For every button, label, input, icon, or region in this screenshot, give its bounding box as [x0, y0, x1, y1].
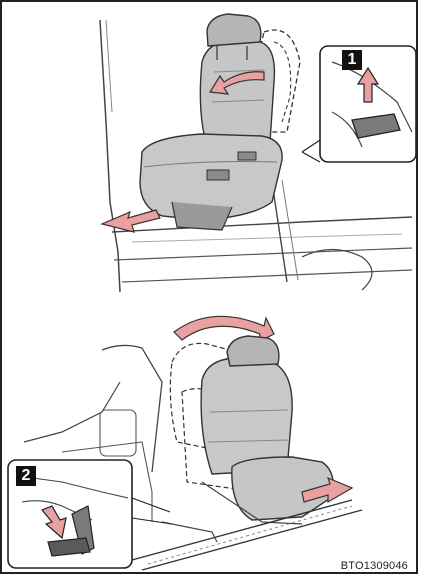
step-badge-2: 2: [16, 466, 36, 486]
step-badge-1: 1: [342, 50, 362, 70]
bottom-illustration: 2: [2, 292, 420, 580]
bottom-scene: [2, 292, 420, 580]
figure-code: BTO1309046: [341, 560, 408, 572]
top-illustration: 1: [2, 2, 420, 292]
top-scene: [2, 2, 420, 292]
